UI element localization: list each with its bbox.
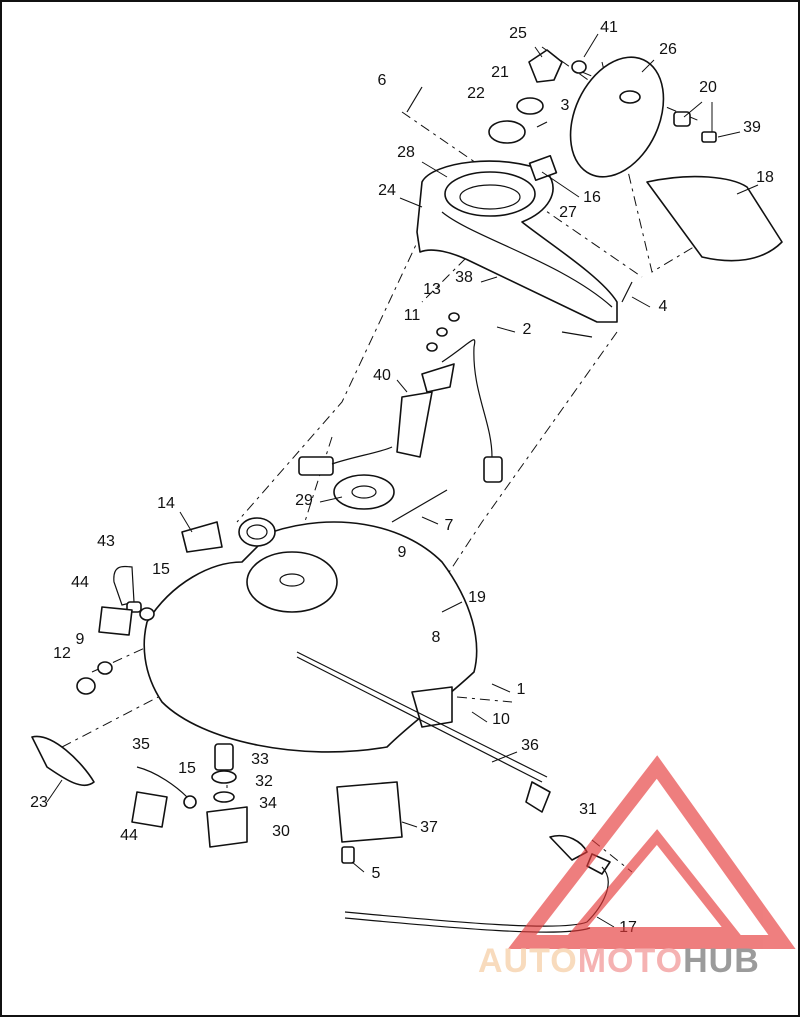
callout-c38: 38	[455, 269, 473, 286]
watermark-text-auto: AUTO	[478, 942, 578, 980]
callout-c15a: 15	[152, 561, 170, 578]
callout-c14: 14	[157, 495, 175, 512]
callout-c27: 27	[559, 204, 577, 221]
left-hose-parts	[31, 565, 155, 787]
console-cover	[569, 56, 665, 178]
callout-c13: 13	[423, 281, 441, 298]
seat-panel	[646, 175, 783, 262]
fuel-valve-parts	[131, 743, 403, 864]
callout-c5: 5	[372, 865, 381, 882]
callout-c18: 18	[756, 169, 774, 186]
callout-c43: 43	[97, 533, 115, 550]
callout-c30: 30	[272, 823, 290, 840]
callout-c9a: 9	[398, 544, 407, 561]
svg-text:AUTOMOTOHUB: AUTOMOTOHUB	[478, 942, 760, 980]
callout-c31: 31	[579, 801, 597, 818]
callout-c2: 2	[523, 321, 532, 338]
callout-c21: 21	[491, 64, 509, 81]
callout-c16: 16	[583, 189, 601, 206]
callout-c9b: 9	[76, 631, 85, 648]
callout-c22: 22	[467, 85, 485, 102]
callout-c29: 29	[295, 492, 313, 509]
callout-c36: 36	[521, 737, 539, 754]
fuel-tank	[143, 517, 478, 753]
callout-c37: 37	[420, 819, 438, 836]
callout-c35: 35	[132, 736, 150, 753]
callout-c19: 19	[468, 589, 486, 606]
watermark-logo: AUTOMOTOHUB	[478, 755, 796, 980]
fuel-gauge-sender	[298, 312, 503, 523]
leader-lines	[46, 33, 759, 928]
callout-c33: 33	[251, 751, 269, 768]
callout-c25: 25	[509, 25, 527, 42]
callout-c39: 39	[743, 119, 761, 136]
callout-c1: 1	[517, 681, 526, 698]
callout-c8: 8	[432, 629, 441, 646]
callout-c24: 24	[378, 182, 396, 199]
callout-c7: 7	[445, 517, 454, 534]
watermark-inner-triangle-icon	[566, 829, 743, 937]
callout-c44b: 44	[120, 827, 138, 844]
callout-c32: 32	[255, 773, 273, 790]
callout-c41: 41	[600, 19, 618, 36]
callout-c40: 40	[373, 367, 391, 384]
callout-c6: 6	[378, 72, 387, 89]
callout-c34: 34	[259, 795, 277, 812]
callout-c10: 10	[492, 711, 510, 728]
callout-c15b: 15	[178, 760, 196, 777]
watermark-triangle-icon	[507, 755, 796, 949]
callout-c3: 3	[561, 97, 570, 114]
watermark-text-hub: HUB	[683, 942, 760, 980]
callout-c44a: 44	[71, 574, 89, 591]
callout-c23: 23	[30, 794, 48, 811]
console-housing	[416, 160, 618, 338]
callout-c26: 26	[659, 41, 677, 58]
callout-c4: 4	[659, 298, 668, 315]
callout-c11: 11	[404, 307, 421, 324]
callout-c28: 28	[397, 144, 415, 161]
watermark-text-moto: MOTO	[578, 942, 683, 980]
callout-c12: 12	[53, 645, 71, 662]
callout-c20: 20	[699, 79, 717, 96]
fuel-cap-parts	[406, 49, 717, 303]
